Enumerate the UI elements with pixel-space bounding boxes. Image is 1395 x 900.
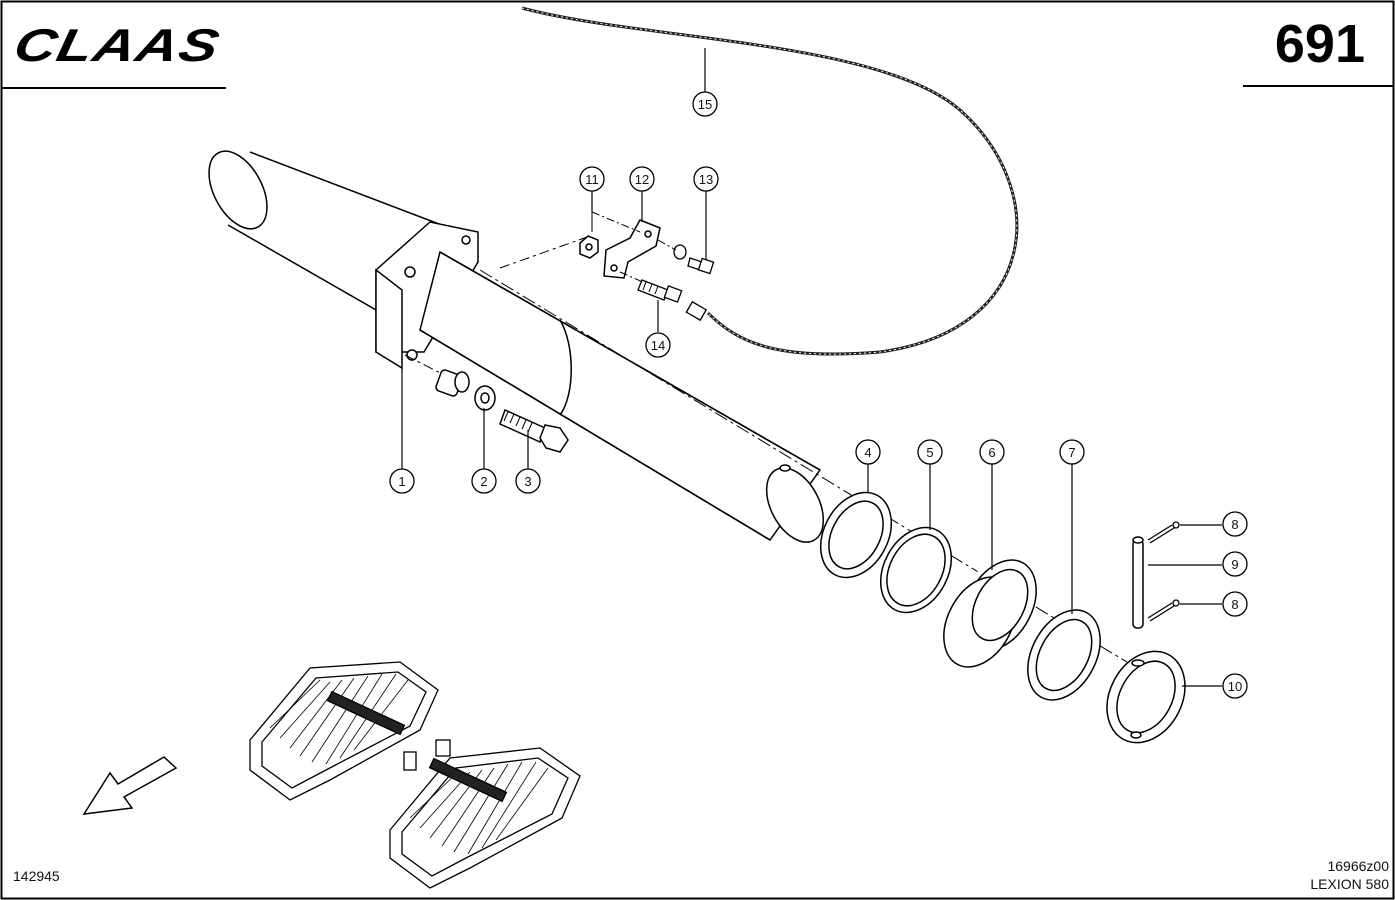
- svg-text:12: 12: [635, 172, 649, 187]
- cotter-pin-upper: [1147, 521, 1180, 544]
- proximity-sensor: [637, 279, 683, 303]
- callout-1: 1: [389, 468, 415, 494]
- retaining-ring: [1027, 609, 1101, 701]
- callout-3: 3: [515, 468, 541, 494]
- cotter-pin-lower: [1147, 599, 1180, 622]
- svg-text:2: 2: [480, 474, 487, 489]
- svg-text:7: 7: [1068, 445, 1075, 460]
- callout-2: 2: [471, 468, 497, 494]
- callout-10: 10: [1222, 673, 1248, 699]
- seal-ring: [879, 526, 953, 614]
- svg-text:6: 6: [988, 445, 995, 460]
- callout-8-lower: 8: [1222, 591, 1248, 617]
- callout-13: 13: [693, 166, 719, 192]
- svg-text:11: 11: [585, 172, 599, 187]
- svg-text:13: 13: [699, 172, 713, 187]
- spacer-ring: [943, 559, 1037, 668]
- locking-pin: [1132, 536, 1144, 629]
- callout-9: 9: [1222, 551, 1248, 577]
- svg-text:14: 14: [651, 338, 665, 353]
- callout-6: 6: [979, 439, 1005, 465]
- sensor-bracket: [603, 219, 661, 279]
- svg-text:8: 8: [1231, 597, 1238, 612]
- lock-washer: [673, 244, 687, 260]
- drawing-reference: 16966z00 LEXION 580: [1310, 857, 1389, 893]
- shim-ring: [819, 491, 893, 579]
- document-number: 142945: [13, 868, 60, 884]
- track-unit-left: [249, 661, 439, 801]
- small-bolt: [687, 257, 715, 275]
- callout-14: 14: [645, 332, 671, 358]
- svg-text:4: 4: [864, 445, 871, 460]
- svg-text:5: 5: [926, 445, 933, 460]
- svg-text:10: 10: [1228, 679, 1242, 694]
- hex-nut: [579, 235, 599, 259]
- callout-4: 4: [855, 439, 881, 465]
- axle-tube: [208, 150, 825, 543]
- hex-bolt: [499, 408, 569, 453]
- svg-text:1: 1: [398, 474, 405, 489]
- svg-text:9: 9: [1231, 557, 1238, 572]
- direction-arrow: [82, 756, 178, 815]
- svg-text:15: 15: [698, 97, 712, 112]
- callout-8-upper: 8: [1222, 511, 1248, 537]
- callout-15: 15: [692, 91, 718, 117]
- callout-7: 7: [1059, 439, 1085, 465]
- track-unit-right: [389, 739, 581, 889]
- callout-5: 5: [917, 439, 943, 465]
- svg-text:3: 3: [524, 474, 531, 489]
- page-number: 691: [1274, 14, 1365, 74]
- svg-text:8: 8: [1231, 517, 1238, 532]
- machine-model: LEXION 580: [1310, 876, 1389, 892]
- cable-connector: [685, 300, 708, 322]
- washer: [474, 385, 496, 411]
- callout-11: 11: [579, 166, 605, 192]
- callout-12: 12: [629, 166, 655, 192]
- drawing-ref-code: 16966z00: [1327, 858, 1389, 874]
- bushing: [435, 369, 470, 397]
- clamp-collar: [1106, 650, 1186, 745]
